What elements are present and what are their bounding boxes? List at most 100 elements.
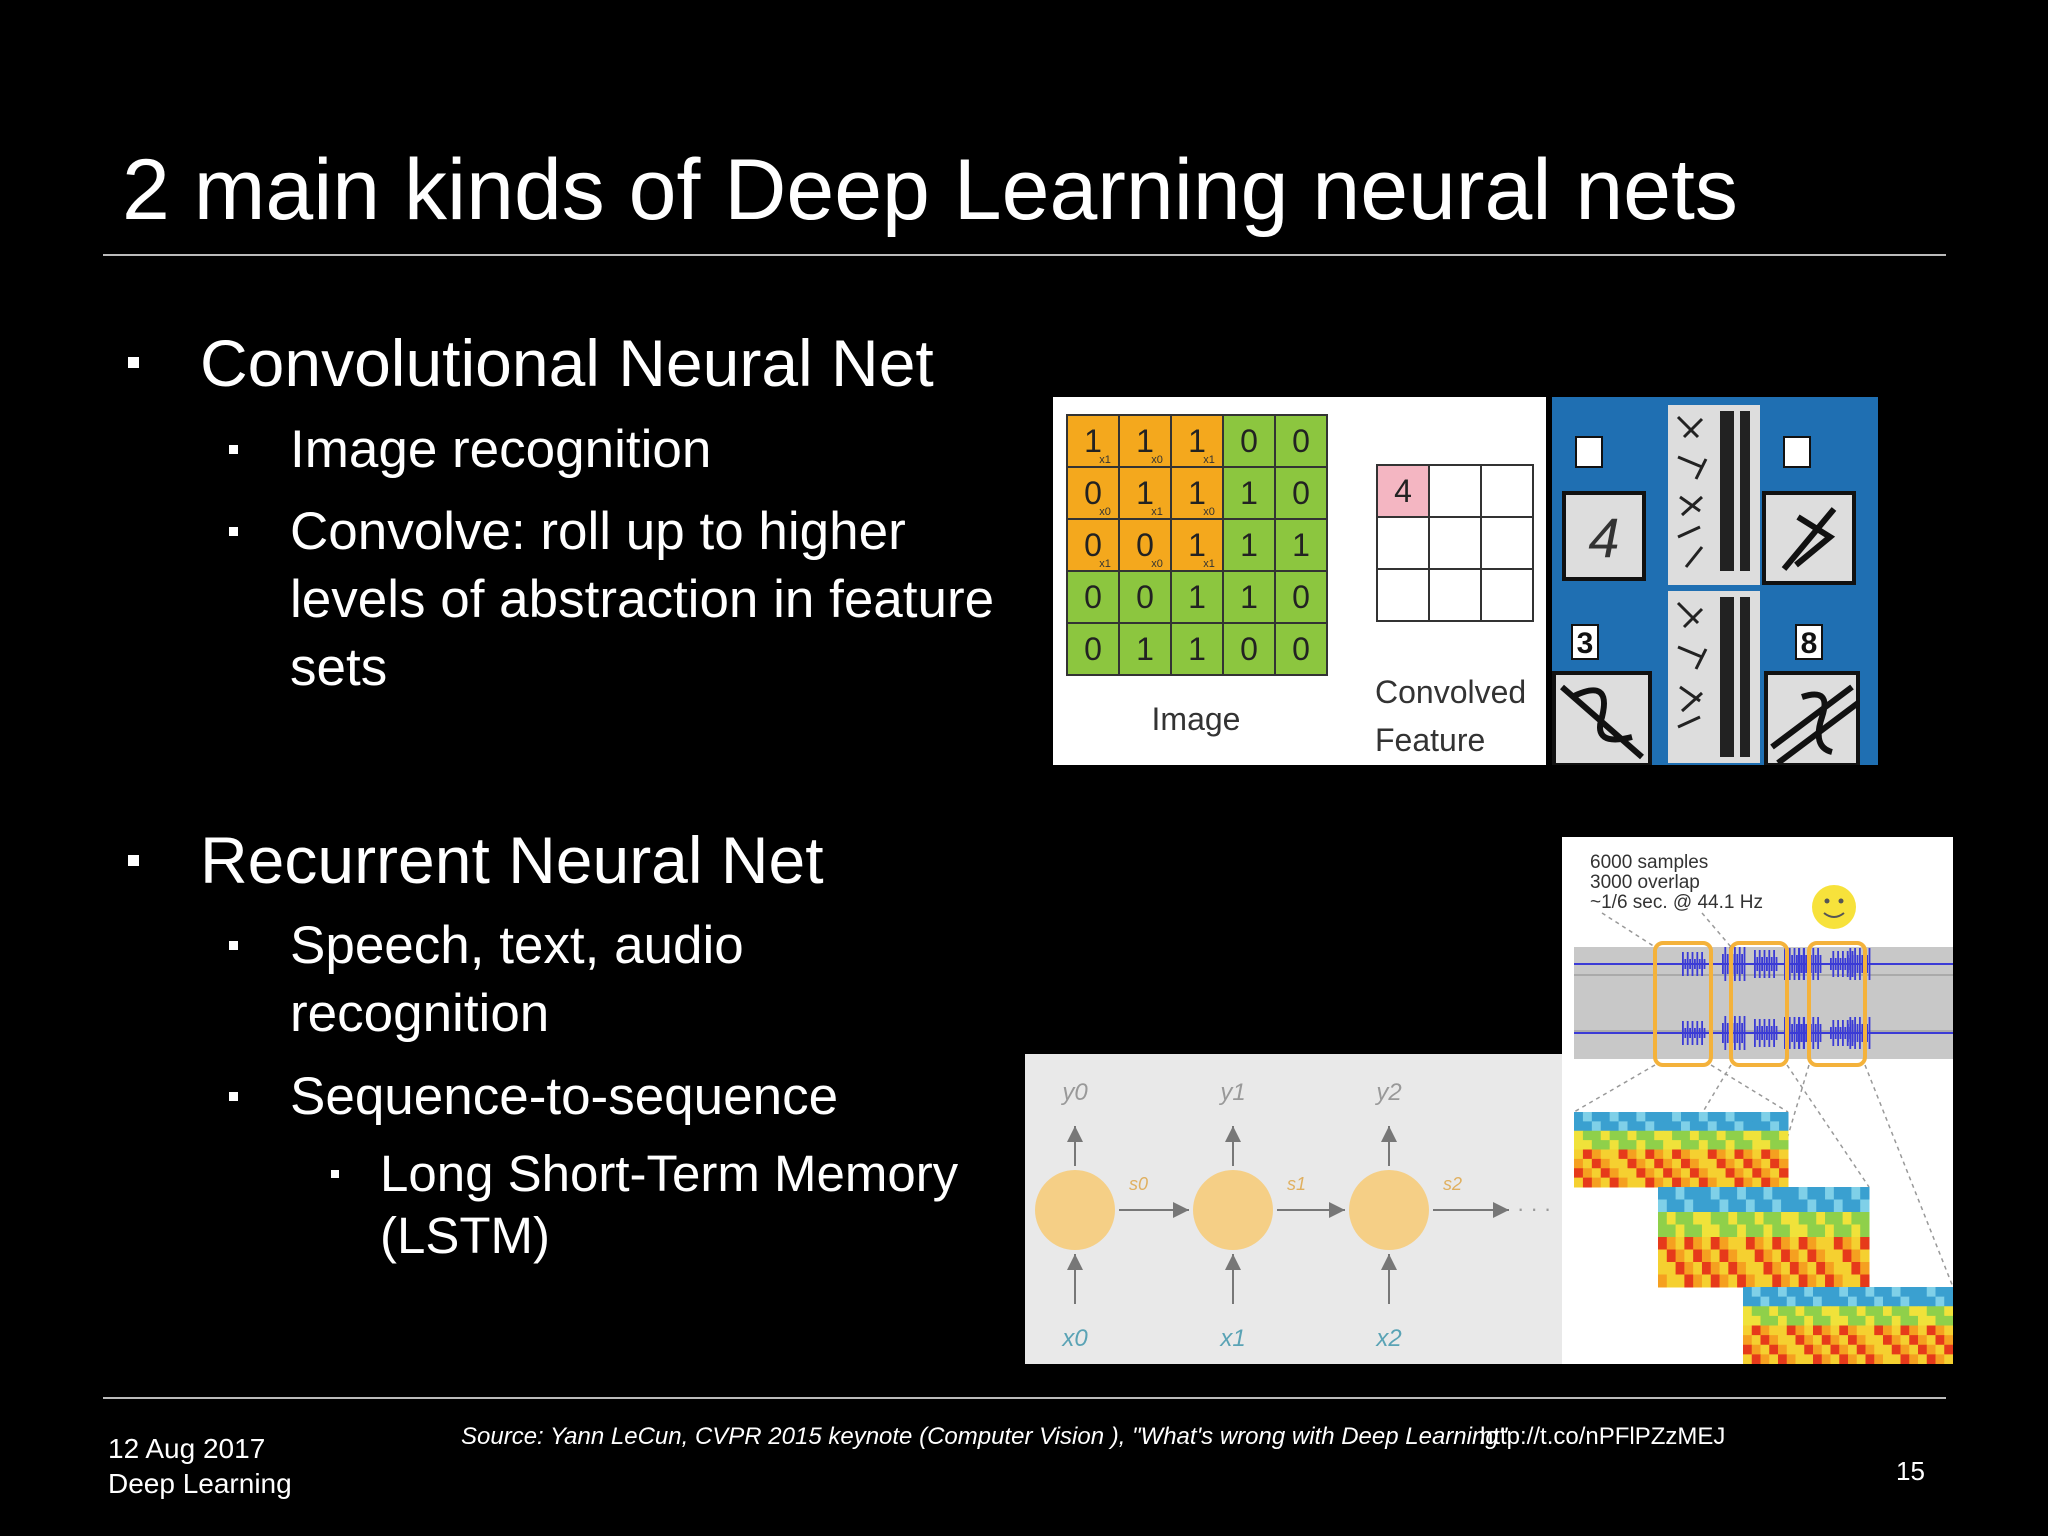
waveform-bar <box>1817 948 1819 980</box>
spectrogram-cell <box>1751 1335 1761 1346</box>
spectrogram-cell <box>1719 1274 1729 1288</box>
waveform-bar <box>1791 1024 1793 1042</box>
spectrogram-cell <box>1645 1130 1655 1141</box>
spectrogram-cell <box>1833 1237 1844 1250</box>
spectrogram-cell <box>1710 1249 1721 1263</box>
spectrogram-cell <box>1935 1306 1945 1317</box>
spectrogram-cell <box>1891 1296 1901 1307</box>
spectrogram-cell <box>1716 1121 1727 1132</box>
spectrogram-cell <box>1825 1237 1835 1250</box>
spectrogram-cell <box>1737 1274 1747 1288</box>
spectrogram-cell <box>1851 1187 1861 1200</box>
spectrogram-cell <box>1926 1354 1936 1365</box>
spectrogram-cell <box>1728 1212 1738 1225</box>
input-label: x2 <box>1375 1325 1401 1352</box>
footer-topic: Deep Learning <box>108 1468 292 1499</box>
kernel-mark: x1 <box>1099 558 1111 570</box>
image-label: Image <box>1152 701 1241 737</box>
spectrogram-cell <box>1830 1296 1840 1307</box>
spectrogram-cell <box>1874 1306 1884 1317</box>
spectrogram-cell <box>1804 1325 1814 1336</box>
kernel-mark: x1 <box>1151 506 1163 518</box>
waveform-bar <box>1768 950 1771 978</box>
spectrogram-cell <box>1751 1296 1761 1307</box>
spectrogram-cell <box>1689 1158 1700 1169</box>
spectrogram-cell <box>1860 1237 1870 1250</box>
waveform-bar <box>1768 1019 1771 1047</box>
spectrogram-cell <box>1719 1212 1729 1225</box>
spectrogram-cell <box>1636 1158 1646 1169</box>
spectrogram-cell <box>1666 1212 1677 1225</box>
spectrogram-cell <box>1675 1237 1685 1250</box>
spectrogram-cell <box>1658 1187 1668 1200</box>
spectrogram-cell <box>1770 1140 1780 1150</box>
waveform-bar <box>1743 1016 1746 1050</box>
spectrogram-cell <box>1719 1199 1729 1213</box>
spectrogram-cell <box>1627 1177 1637 1188</box>
spectrogram-cell <box>1825 1249 1835 1263</box>
spectrogram-cell <box>1725 1112 1735 1122</box>
spectrogram-cell <box>1816 1199 1826 1213</box>
spectrogram-cell <box>1693 1262 1703 1275</box>
spectrogram-cell <box>1609 1130 1620 1141</box>
spectrogram-cell <box>1856 1344 1866 1355</box>
image-cell <box>1274 414 1328 468</box>
image-cell-value: 0 <box>1084 579 1102 615</box>
spectrogram-cell <box>1860 1212 1870 1225</box>
spectrogram-cell <box>1786 1344 1796 1355</box>
spectrogram-cell <box>1693 1274 1703 1288</box>
image-cell-value: 1 <box>1136 631 1154 667</box>
spectrogram-cell <box>1769 1315 1779 1326</box>
feature-value: 4 <box>1394 473 1412 509</box>
bullet-icon <box>229 445 238 454</box>
spectrogram-cell <box>1769 1344 1779 1355</box>
spectrogram-cell <box>1698 1158 1709 1169</box>
spectrogram-cell <box>1710 1199 1721 1213</box>
spectrogram-cell <box>1900 1296 1910 1307</box>
spectrogram-cell <box>1675 1199 1685 1213</box>
waveform-bar <box>1738 1016 1741 1050</box>
spectrogram-cell <box>1763 1274 1773 1288</box>
spectrogram-cell <box>1816 1187 1826 1200</box>
spectrogram-cell <box>1786 1335 1796 1346</box>
spectrogram-cell <box>1701 1212 1712 1225</box>
spectrogram-cell <box>1778 1315 1788 1326</box>
spectrogram-cell <box>1654 1121 1664 1132</box>
spectrogram-cell <box>1698 1112 1709 1122</box>
spectrogram-cell <box>1900 1325 1910 1336</box>
image-cell-value: 1 <box>1136 475 1154 511</box>
spectrogram-cell <box>1618 1112 1628 1122</box>
spectrogram-cell <box>1627 1149 1637 1160</box>
waveform-bar <box>1696 1021 1699 1045</box>
section-heading-cnn: Convolutional Neural Net <box>200 326 934 400</box>
image-cell-value: 1 <box>1240 579 1258 615</box>
spectrogram-cell <box>1737 1187 1747 1200</box>
source-link[interactable]: http://t.co/nPFlPZzMEJ <box>1480 1423 1726 1450</box>
spectrogram-cell <box>1760 1335 1770 1346</box>
spectrogram-cell <box>1743 1149 1753 1160</box>
spectrogram-cell <box>1658 1262 1668 1275</box>
waveform-bar <box>1812 948 1815 980</box>
spectrogram-cell <box>1856 1335 1866 1346</box>
waveform-bar <box>1866 1024 1868 1042</box>
spectrogram-cell <box>1772 1274 1782 1288</box>
spectrogram-cell <box>1734 1130 1744 1141</box>
spectrogram-cell <box>1918 1325 1928 1336</box>
spectrogram-cell <box>1684 1199 1694 1213</box>
spectrogram-cell <box>1856 1315 1866 1326</box>
spectrogram-cell <box>1789 1262 1800 1275</box>
spectrogram-cell <box>1681 1177 1691 1188</box>
spectrogram-cell <box>1754 1212 1764 1225</box>
spectrogram-cell <box>1754 1187 1764 1200</box>
image-cell-value: 0 <box>1084 631 1102 667</box>
waveform-bar <box>1837 1020 1839 1046</box>
spectrogram-cell <box>1645 1177 1655 1188</box>
waveform-bar <box>1761 957 1763 971</box>
spectrogram-cell <box>1891 1344 1901 1355</box>
spectrogram-cell <box>1851 1237 1861 1250</box>
spectrogram-cell <box>1779 1177 1789 1188</box>
spectrogram-cell <box>1675 1274 1685 1288</box>
spectrogram-cell <box>1574 1112 1584 1122</box>
spectrogram-cell <box>1684 1237 1694 1250</box>
spectrogram-cell <box>1830 1287 1840 1298</box>
